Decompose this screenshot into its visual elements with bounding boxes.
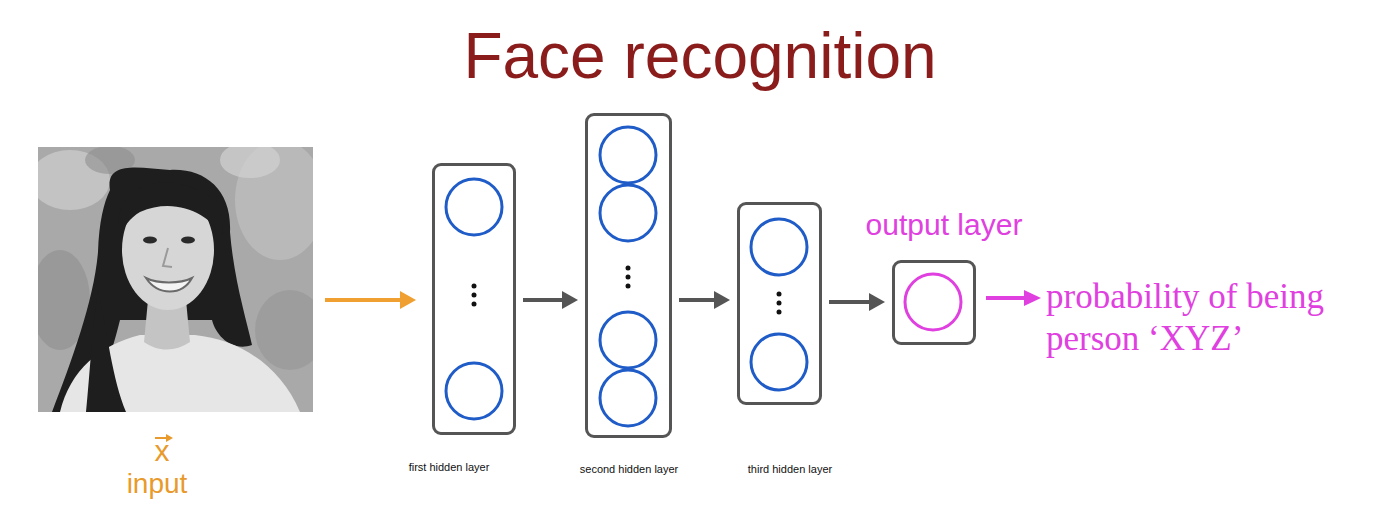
output-label: output layer (866, 210, 1023, 240)
output-box: output layer (892, 260, 976, 345)
output-neuron (905, 274, 961, 330)
input-photo: xinput (38, 147, 313, 412)
input-label: input (127, 470, 188, 498)
title: Face recognition (22, 24, 1378, 88)
output-description: probability of being person ‘XYZ’ (1046, 276, 1368, 360)
arrow-connector (325, 298, 400, 302)
layer-label: third hidden layer (748, 464, 832, 475)
layer-box: second hidden layer (585, 113, 672, 438)
layer-box: third hidden layer (737, 202, 822, 405)
input-symbol: x (155, 436, 170, 466)
ellipsis-dots (472, 266, 782, 315)
neuron-circles (446, 127, 807, 426)
layer-label: first hidden layer (409, 462, 490, 473)
layer-label: second hidden layer (580, 464, 678, 475)
arrow-connector (829, 300, 869, 304)
face-photo (38, 147, 313, 412)
layer-box: first hidden layer (432, 163, 516, 435)
output-pointer (986, 290, 1041, 306)
arrow-connector (679, 298, 714, 302)
arrow-connector (523, 298, 562, 302)
